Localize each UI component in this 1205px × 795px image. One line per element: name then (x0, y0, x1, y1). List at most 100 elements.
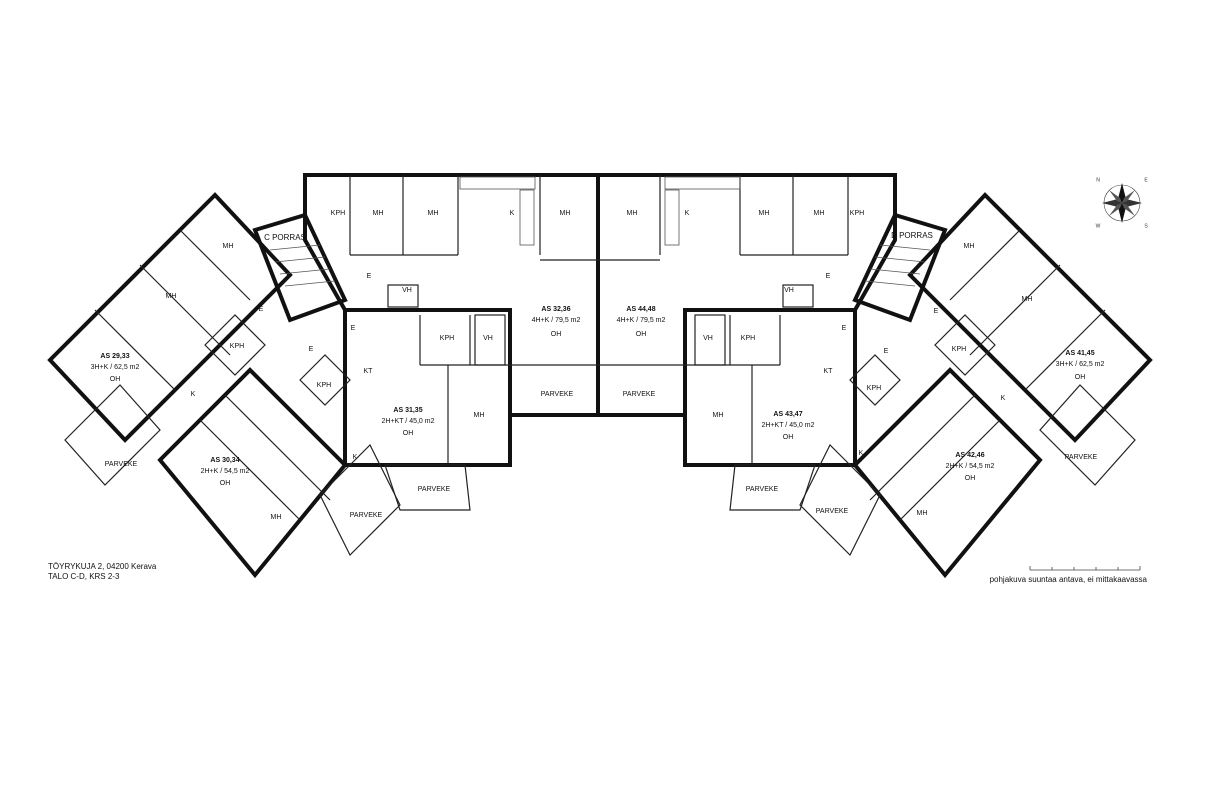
room-labels-kph: KPH KPH KPH KPH KPH KPH KPH KPH (230, 210, 966, 392)
room-e: E (351, 325, 356, 332)
room-kph: KPH (317, 382, 331, 389)
compass-s: S (1144, 223, 1148, 229)
room-e: E (367, 273, 372, 280)
room-kt: KT (824, 368, 834, 375)
room-kph: KPH (741, 335, 755, 342)
room-kph: KPH (440, 335, 454, 342)
apt-room: OH (636, 331, 647, 338)
room-k: K (353, 454, 358, 461)
stair-d-label: D PORRAS (891, 231, 933, 240)
left-wing (47, 192, 401, 579)
apt-room: OH (1075, 374, 1086, 381)
room-parveke: PARVEKE (105, 461, 138, 468)
room-parveke: PARVEKE (541, 391, 574, 398)
room-parveke: PARVEKE (1065, 454, 1098, 461)
compass-icon: N E S W (1096, 177, 1149, 229)
apt-type: 4H+K / 79,5 m2 (617, 317, 666, 324)
room-k: K (191, 391, 196, 398)
room-kph: KPH (230, 343, 244, 350)
room-labels-parveke: PARVEKE PARVEKE PARVEKE PARVEKE PARVEKE … (105, 391, 1098, 519)
apt-room: OH (965, 475, 976, 482)
room-mh: MH (373, 210, 384, 217)
apt-type: 3H+K / 62,5 m2 (91, 364, 140, 371)
apt-type: 2H+KT / 45,0 m2 (382, 418, 435, 425)
apartment-31-35: AS 31,35 2H+KT / 45,0 m2 OH (382, 407, 435, 437)
room-k: K (1001, 395, 1006, 402)
room-mh: MH (428, 210, 439, 217)
compass-n: N (1096, 177, 1100, 183)
apt-id: AS 41,45 (1065, 350, 1094, 357)
room-k: K (685, 210, 690, 217)
apt-id: AS 29,33 (100, 353, 129, 360)
apartment-30-34: AS 30,34 2H+K / 54,5 m2 OH (201, 457, 250, 487)
room-vh: VH (402, 287, 412, 294)
room-parveke: PARVEKE (746, 486, 779, 493)
room-labels-e: E E E E E E E E (259, 273, 939, 355)
room-e: E (934, 308, 939, 315)
room-parveke: PARVEKE (623, 391, 656, 398)
apt-id: AS 43,47 (773, 411, 802, 418)
room-k: K (510, 210, 515, 217)
compass-w: W (1096, 223, 1101, 229)
room-kph: KPH (850, 210, 864, 217)
stair-c-label: C PORRAS (264, 233, 306, 242)
apartment-43-47: AS 43,47 2H+KT / 45,0 m2 OH (762, 411, 815, 441)
room-mh: MH (917, 510, 928, 517)
apt-type: 2H+K / 54,5 m2 (946, 463, 995, 470)
compass-e: E (1144, 177, 1148, 183)
apartment-42-46: AS 42,46 2H+K / 54,5 m2 OH (946, 452, 995, 482)
apt-id: AS 42,46 (955, 452, 984, 459)
room-parveke: PARVEKE (418, 486, 451, 493)
room-mh: MH (627, 210, 638, 217)
central-block (303, 173, 897, 511)
room-vh: VH (784, 287, 794, 294)
room-kt: KT (364, 368, 374, 375)
room-labels-vh: VH VH VH VH (402, 287, 794, 342)
room-vh: VH (703, 335, 713, 342)
room-mh: MH (713, 412, 724, 419)
apt-room: OH (551, 331, 562, 338)
room-mh: MH (964, 243, 975, 250)
address-line-1: TÖYRYKUJA 2, 04200 Kerava (48, 562, 157, 571)
room-kph: KPH (331, 210, 345, 217)
room-e: E (884, 348, 889, 355)
room-mh: MH (560, 210, 571, 217)
room-mh: MH (1022, 296, 1033, 303)
room-kph: KPH (952, 346, 966, 353)
room-mh: MH (814, 210, 825, 217)
room-parveke: PARVEKE (816, 508, 849, 515)
room-mh: MH (474, 412, 485, 419)
room-k: K (859, 450, 864, 457)
apt-room: OH (783, 434, 794, 441)
room-mh: MH (166, 293, 177, 300)
apt-id: AS 32,36 (541, 306, 570, 313)
room-vh: VH (483, 335, 493, 342)
apt-type: 4H+K / 79,5 m2 (532, 317, 581, 324)
apt-id: AS 31,35 (393, 407, 422, 414)
right-wing (799, 192, 1153, 579)
room-e: E (826, 273, 831, 280)
apt-id: AS 44,48 (626, 306, 655, 313)
room-parveke: PARVEKE (350, 512, 383, 519)
room-mh: MH (271, 514, 282, 521)
scale-bar (1029, 566, 1141, 571)
room-mh: MH (759, 210, 770, 217)
address-block: TÖYRYKUJA 2, 04200 Kerava TALO C-D, KRS … (48, 562, 156, 582)
room-e: E (309, 346, 314, 353)
room-labels-k: K K K K K K (191, 210, 1006, 461)
apt-id: AS 30,34 (210, 457, 239, 464)
apt-room: OH (110, 376, 121, 383)
apartment-41-45: AS 41,45 3H+K / 62,5 m2 OH (1056, 350, 1105, 381)
room-kph: KPH (867, 385, 881, 392)
room-mh: MH (223, 243, 234, 250)
room-e: E (842, 325, 847, 332)
disclaimer-text: pohjakuva suuntaa antava, ei mittakaavas… (989, 575, 1147, 584)
apt-type: 2H+K / 54,5 m2 (201, 468, 250, 475)
room-labels-mh: MH MH MH MH MH MH MH MH MH MH MH MH MH M… (166, 210, 1033, 521)
apt-room: OH (220, 480, 231, 487)
address-line-2: TALO C-D, KRS 2-3 (48, 572, 120, 581)
apartment-44-48: AS 44,48 4H+K / 79,5 m2 OH (617, 306, 666, 338)
apartment-32-36: AS 32,36 4H+K / 79,5 m2 OH (532, 306, 581, 338)
apartment-29-33: AS 29,33 3H+K / 62,5 m2 OH (91, 353, 140, 383)
